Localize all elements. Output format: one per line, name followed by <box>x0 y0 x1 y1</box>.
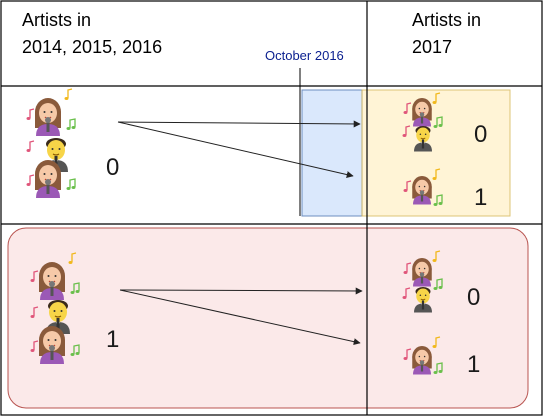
singer-woman-icon <box>34 159 62 199</box>
october-2016-highlight <box>301 89 363 217</box>
music-note-icon <box>65 118 77 131</box>
music-note-icon <box>65 178 77 191</box>
music-note-icon <box>25 140 35 153</box>
row1-2017-panel <box>361 89 511 217</box>
row2-arrow-to-1 <box>119 289 361 346</box>
singer-woman-icon <box>411 257 433 287</box>
row1-left-label: 0 <box>106 154 119 181</box>
singer-woman-icon <box>411 345 433 375</box>
singer-woman-icon <box>34 97 62 137</box>
music-note-icon <box>25 174 35 187</box>
row1-right-bottom-label: 1 <box>474 184 487 211</box>
singer-woman-icon <box>411 175 433 205</box>
row1-right-top-label: 0 <box>474 121 487 148</box>
row1-artist-group <box>25 88 77 199</box>
row2-arrow-to-0 <box>119 287 363 295</box>
header-left-line1: Artists in <box>22 10 91 30</box>
row2-group-panel <box>7 227 529 409</box>
row2-right-bottom-label: 1 <box>467 351 480 378</box>
row1-arrow-to-0 <box>117 120 361 128</box>
music-note-icon <box>25 108 35 121</box>
header-right-line1: Artists in <box>412 10 481 30</box>
singer-woman-icon <box>411 97 433 127</box>
row1-arrow-to-1 <box>117 121 354 179</box>
header-left-line2: 2014, 2015, 2016 <box>22 37 162 57</box>
october-2016-label: October 2016 <box>265 48 344 63</box>
header-right-line2: 2017 <box>412 37 452 57</box>
music-note-icon <box>63 88 73 101</box>
row2-left-label: 1 <box>106 326 119 353</box>
singer-woman-icon <box>38 261 66 301</box>
row2-right-top-label: 0 <box>467 284 480 311</box>
singer-woman-icon <box>38 325 66 365</box>
